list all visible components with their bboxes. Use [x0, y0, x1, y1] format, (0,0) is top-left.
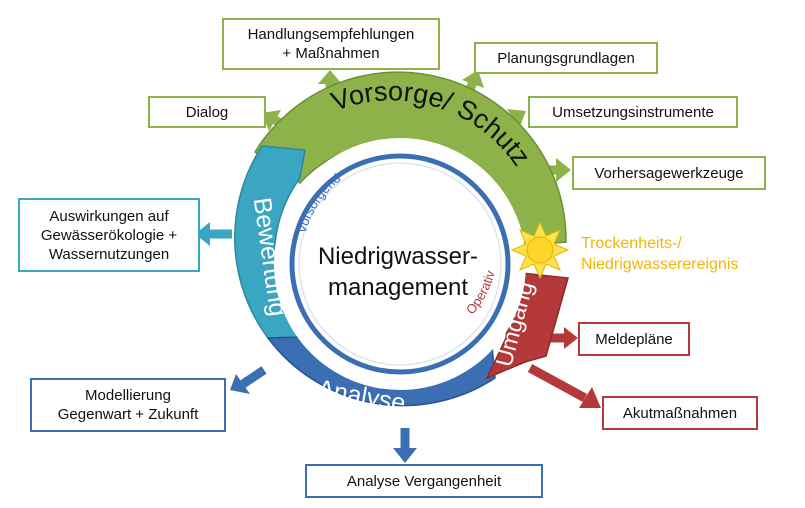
box-akutmassnahmen: Akutmaßnahmen — [602, 396, 758, 430]
box-auswirkungen-line2: Gewässerökologie + — [40, 226, 178, 244]
box-umsetzungsinstrumente: Umsetzungsinstrumente — [528, 96, 738, 128]
inner-disc — [274, 138, 526, 390]
box-planungsgrundlagen: Planungsgrundlagen — [474, 42, 658, 74]
box-auswirkungen-line3: Wassernutzungen — [48, 245, 170, 263]
center-title-line2: management — [327, 274, 469, 301]
box-handlungsempfehlungen: Handlungsempfehlungen + Maßnahmen — [222, 18, 440, 70]
center-title: Niedrigwasser- management — [300, 241, 496, 303]
box-modellierung-line1: Modellierung — [85, 387, 171, 404]
box-auswirkungen: Auswirkungen auf Gewässerökologie + Wass… — [18, 198, 200, 272]
event-label: Trockenheits-/ Niedrigwasserereignis — [581, 233, 738, 275]
inner-ring-highlight — [298, 162, 502, 366]
sun-icon — [510, 220, 570, 280]
box-handlungsempfehlungen-line2: + Maßnahmen — [282, 45, 380, 62]
box-modellierung: Modellierung Gegenwart + Zukunft — [30, 378, 226, 432]
event-label-line1: Trockenheits-/ — [581, 235, 682, 252]
arrow-modellierung — [230, 366, 267, 394]
center-title-line1: Niedrigwasser- — [317, 243, 479, 270]
box-dialog: Dialog — [148, 96, 266, 128]
arrow-auswirkungen — [195, 222, 232, 246]
box-handlungsempfehlungen-line1: Handlungsempfehlungen — [247, 26, 415, 43]
box-modellierung-line2: Gegenwart + Zukunft — [57, 406, 199, 423]
box-vorhersagewerkzeuge: Vorhersagewerkzeuge — [572, 156, 766, 190]
event-label-line2: Niedrigwasserereignis — [581, 256, 739, 273]
arrow-akut — [527, 364, 601, 408]
inner-ring — [289, 153, 511, 375]
arrow-vergangenheit — [393, 428, 417, 463]
box-auswirkungen-line1: Auswirkungen auf — [49, 207, 169, 225]
box-meldeplaene: Meldepläne — [578, 322, 690, 356]
segment-umgang — [485, 271, 569, 380]
box-analyse-vergangenheit: Analyse Vergangenheit — [305, 464, 543, 498]
